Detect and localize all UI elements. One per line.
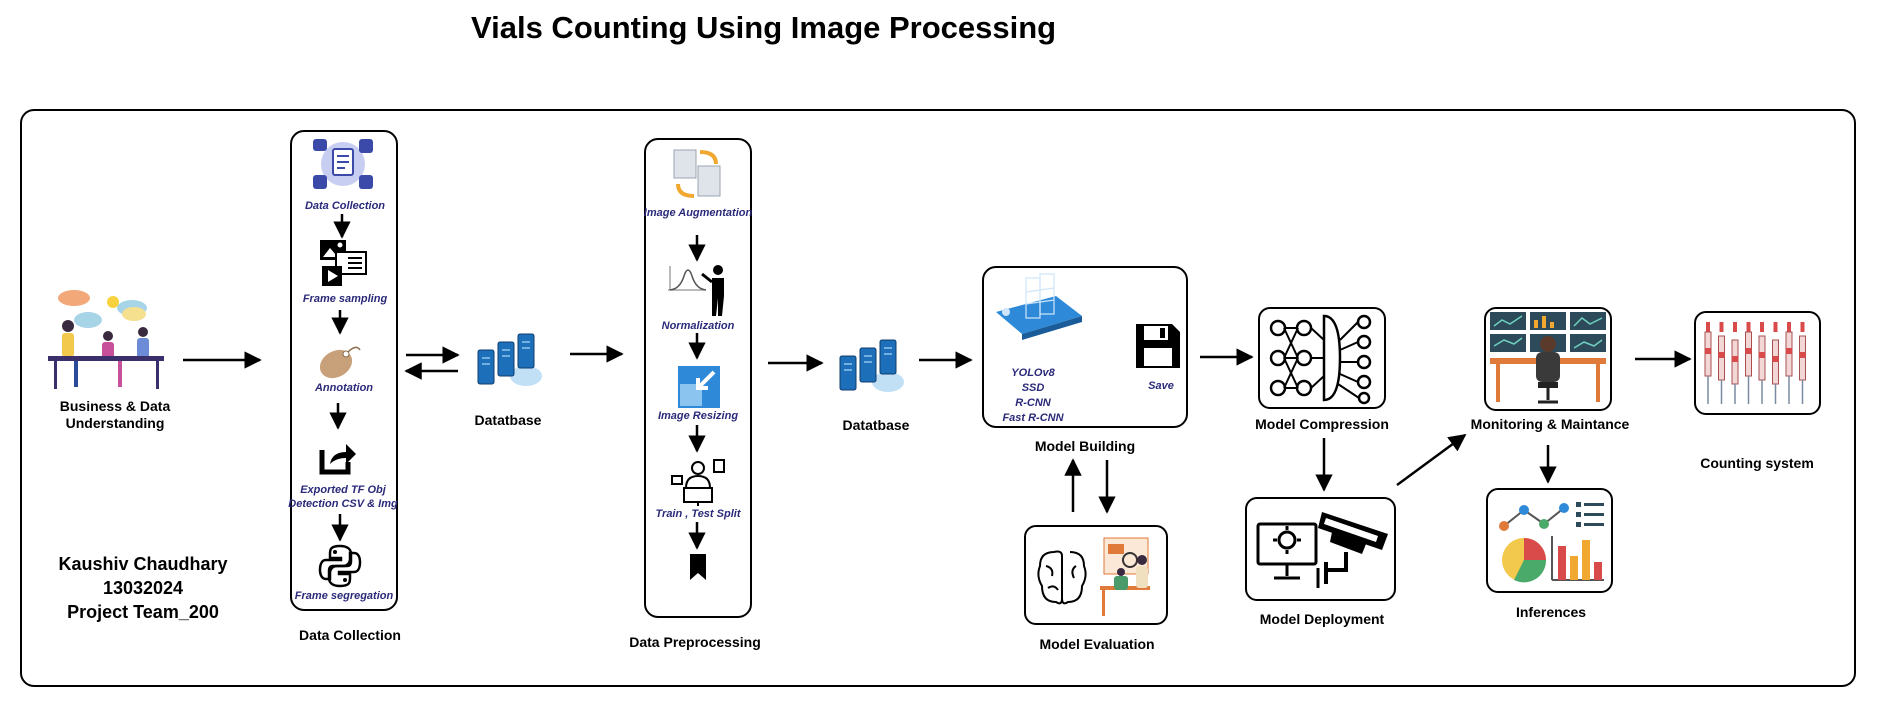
model-deployment-box <box>1245 497 1396 601</box>
model-rcnn: R-CNN <box>1015 397 1051 409</box>
data-preprocessing-column <box>644 138 752 618</box>
monitoring-icon <box>1490 312 1606 404</box>
preprocessing-step-split: Train , Test Split <box>655 508 741 520</box>
export-icon <box>319 444 356 475</box>
model-fast-rcnn: Fast R-CNN <box>1002 412 1064 424</box>
vial <box>1785 322 1793 404</box>
evaluation-icon <box>1037 537 1150 616</box>
model-yolov8: YOLOv8 <box>1011 367 1055 379</box>
data-collection-label: Data Collection <box>299 627 401 643</box>
collection-step-annotation: Annotation <box>314 382 374 394</box>
resize-icon <box>678 366 720 408</box>
business-label-line2: Understanding <box>65 415 165 431</box>
annotation-icon <box>319 346 361 379</box>
model-list: YOLOv8 SSD R-CNN Fast R-CNN <box>1002 366 1063 426</box>
python-icon <box>318 544 362 588</box>
vials-icon <box>1704 322 1806 404</box>
split-icon <box>671 459 725 506</box>
vial <box>1704 322 1712 404</box>
data-collection-icon <box>313 139 373 189</box>
author-team: Project Team_200 <box>67 602 219 622</box>
inferences-label: Inferences <box>1515 604 1587 620</box>
model-building-label: Model Building <box>1034 438 1136 454</box>
counting-system-label: Counting system <box>1700 455 1814 471</box>
collection-step-export: Exported TF Obj Detection CSV & Img <box>288 483 397 511</box>
neural-network-icon <box>1269 314 1372 405</box>
vial <box>1772 322 1779 404</box>
vial <box>1799 322 1806 404</box>
frame-sampling-icon <box>320 240 367 286</box>
augmentation-icon <box>673 149 721 198</box>
vial <box>1745 322 1752 404</box>
vial <box>1731 322 1739 404</box>
model-compression-label: Model Compression <box>1255 416 1389 432</box>
data-collection-column <box>290 130 398 611</box>
collection-step-data-collection: Data Collection <box>304 200 386 212</box>
data-preprocessing-label: Data Preprocessing <box>629 634 761 650</box>
vial <box>1718 322 1725 404</box>
blueprint-icon <box>996 273 1082 340</box>
pipeline-frame <box>20 109 1856 687</box>
save-label: Save <box>1148 380 1174 392</box>
collection-step-frame-segregation: Frame segregation <box>294 590 394 602</box>
deployment-icon <box>1256 512 1388 588</box>
model-ssd: SSD <box>1021 382 1045 394</box>
collection-step-frame-sampling: Frame sampling <box>302 293 388 305</box>
model-deployment-label: Model Deployment <box>1259 611 1385 627</box>
business-understanding-label: Business & Data Understanding <box>60 398 170 432</box>
preprocessing-step-resizing: Image Resizing <box>657 410 739 422</box>
bookmark-icon <box>690 554 706 580</box>
author-id: 13032024 <box>102 578 184 598</box>
preprocessing-step-normalization: Normalization <box>661 320 735 332</box>
model-evaluation-label: Model Evaluation <box>1039 636 1155 652</box>
author-name: Kaushiv Chaudhary <box>58 554 228 574</box>
database-1-label: Datatbase <box>474 412 542 428</box>
database-icon <box>839 339 904 392</box>
meeting-icon <box>48 290 164 389</box>
business-label-line1: Business & Data <box>59 398 171 414</box>
database-2-label: Datatbase <box>842 417 910 433</box>
database-icon <box>477 333 542 386</box>
vial <box>1758 322 1766 404</box>
export-line2: Detection CSV & Img <box>288 498 398 510</box>
export-line1: Exported TF Obj <box>300 484 386 496</box>
page-title: Vials Counting Using Image Processing <box>471 10 1057 45</box>
save-icon <box>1136 324 1180 368</box>
author-block: Kaushiv Chaudhary 13032024 Project Team_… <box>43 552 243 624</box>
inferences-icon <box>1499 502 1604 583</box>
normalization-icon <box>668 265 724 316</box>
arrow-deployment-to-monitoring <box>1396 433 1467 487</box>
monitoring-label: Monitoring & Maintance <box>1470 416 1630 432</box>
preprocessing-step-augmentation: Image Augmentation <box>643 207 753 219</box>
